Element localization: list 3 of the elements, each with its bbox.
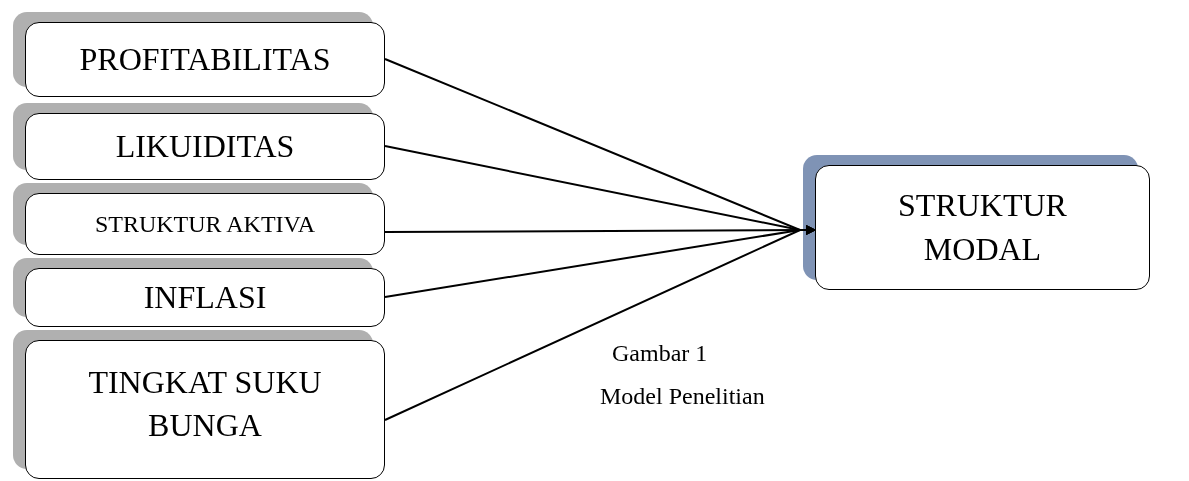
- arrow: [384, 225, 816, 421]
- figure-caption: Gambar 1: [612, 340, 708, 367]
- figure-caption: Model Penelitian: [600, 383, 765, 410]
